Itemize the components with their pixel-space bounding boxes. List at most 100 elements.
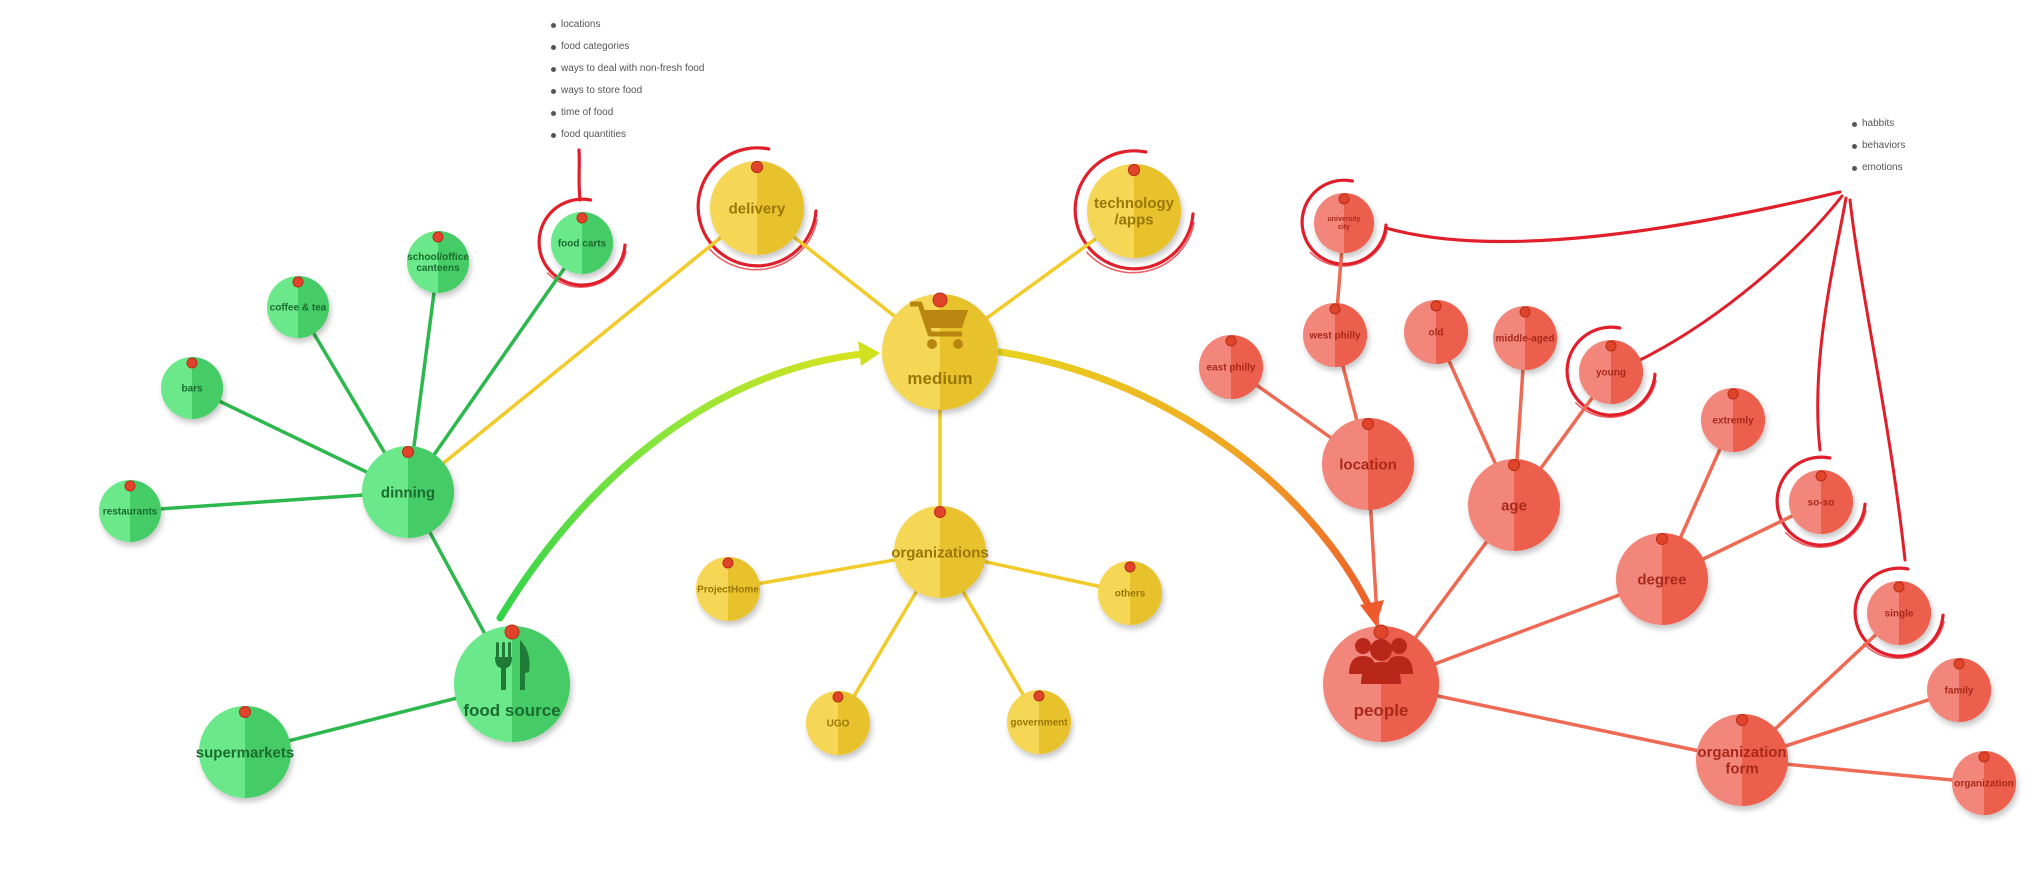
node-label: supermarkets [196,744,294,761]
scribble-circle-technology [1086,222,1195,274]
pin-icon [1338,193,1350,205]
node-extremly[interactable]: extremly [1701,388,1765,452]
node-shade [1662,533,1708,625]
pin-icon [292,276,304,288]
pin-icon [1519,306,1531,318]
node-food_source[interactable]: food source [454,624,570,742]
scribble-circle-young [1565,325,1657,417]
node-delivery[interactable]: delivery [710,160,804,255]
node-label: medium [907,369,972,388]
node-east_philly[interactable]: east philly [1199,335,1263,399]
pin-icon [124,480,136,492]
node-label: coffee & tea [270,303,327,314]
note-item: ways to store food [551,80,704,102]
pin-icon [1033,690,1045,702]
pin-icon [1953,658,1965,670]
node-food_carts[interactable]: food carts [551,212,613,274]
pin-icon [576,212,588,224]
node-family[interactable]: family [1927,658,1991,722]
node-label: technology/apps [1094,195,1175,229]
node-technology[interactable]: technology/apps [1087,163,1181,258]
node-others[interactable]: others [1098,561,1162,625]
node-so_so[interactable]: so-so [1789,470,1853,534]
node-shade [1436,300,1468,364]
node-dinning[interactable]: dinning [362,445,454,538]
node-government[interactable]: government [1007,690,1071,754]
topic-nodes: food source supermarkets dinning restaurant… [99,160,2016,815]
pin-icon [1815,470,1827,482]
node-bars[interactable]: bars [161,357,223,419]
node-label: age [1501,497,1527,514]
flow-arrow-medium-to-people [996,348,1377,619]
pin-icon [1373,624,1389,640]
node-shade [1959,658,1991,722]
node-label: food carts [558,239,607,250]
node-supermarkets[interactable]: supermarkets [196,705,294,798]
pin-icon [1735,713,1749,727]
pin-icon [238,705,252,719]
node-old[interactable]: old [1404,300,1468,364]
scribble-circle-food_carts [546,250,627,288]
people-notes: habbits behaviors emotions [1852,113,1905,179]
note-item: time of food [551,102,704,124]
node-label: middle-aged [1496,334,1555,345]
node-restaurants[interactable]: restaurants [99,480,161,542]
scribble-circle-university_city [1300,178,1388,266]
node-projecthome[interactable]: ProjectHome [696,557,760,621]
flow-arrowhead [1360,600,1384,626]
node-medium[interactable]: medium [882,292,998,410]
scribble-circle-so_so [1785,510,1867,549]
node-organizations[interactable]: organizations [891,505,989,598]
node-shade [1899,581,1931,645]
node-shade [1130,561,1162,625]
node-young[interactable]: young [1579,340,1643,404]
food-carts-notes: locations food categories ways to deal w… [551,14,704,146]
node-ugo[interactable]: UGO [806,691,870,755]
node-shade [1525,306,1557,370]
node-west_philly[interactable]: west philly [1303,303,1367,367]
pin-icon [1225,335,1237,347]
edge-dinning-food_carts [406,241,584,494]
node-people[interactable]: people [1323,624,1439,742]
pin-icon [1329,303,1341,315]
fork-knife-icon [495,640,530,690]
node-shade [1335,303,1367,367]
node-degree[interactable]: degree [1616,532,1708,625]
node-label: single [1885,609,1914,620]
flow-arrowhead [858,341,880,366]
node-label: west philly [1308,331,1361,342]
node-organization[interactable]: organization [1952,751,2016,815]
pin-icon [401,445,415,459]
node-shade [728,557,760,621]
node-location[interactable]: location [1322,417,1414,510]
scribble-circle-single [1863,621,1945,660]
node-shade [1368,418,1414,510]
pin-icon [832,691,844,703]
shopping-cart-icon [910,301,968,349]
node-label: east philly [1207,363,1256,374]
node-label: extremly [1712,416,1754,427]
node-single[interactable]: single [1867,581,1931,645]
node-age[interactable]: age [1468,458,1560,551]
node-label: young [1596,368,1626,379]
pin-icon [186,357,198,369]
scribble-line-young [1638,194,1844,362]
pin-icon [504,624,520,640]
node-shade [1039,690,1071,754]
node-shade [245,706,291,798]
node-coffee_tea[interactable]: coffee & tea [267,276,329,338]
node-label: others [1115,589,1146,600]
node-label: restaurants [103,507,158,518]
node-label: organizations [891,544,989,561]
scribble-circle-university_city [1309,230,1388,267]
node-shade [298,276,329,338]
pin-icon [1727,388,1739,400]
node-shade [1821,470,1853,534]
node-middle_aged[interactable]: middle-aged [1493,306,1557,370]
node-label: degree [1637,571,1686,588]
scribble-circle-so_so [1775,455,1867,547]
